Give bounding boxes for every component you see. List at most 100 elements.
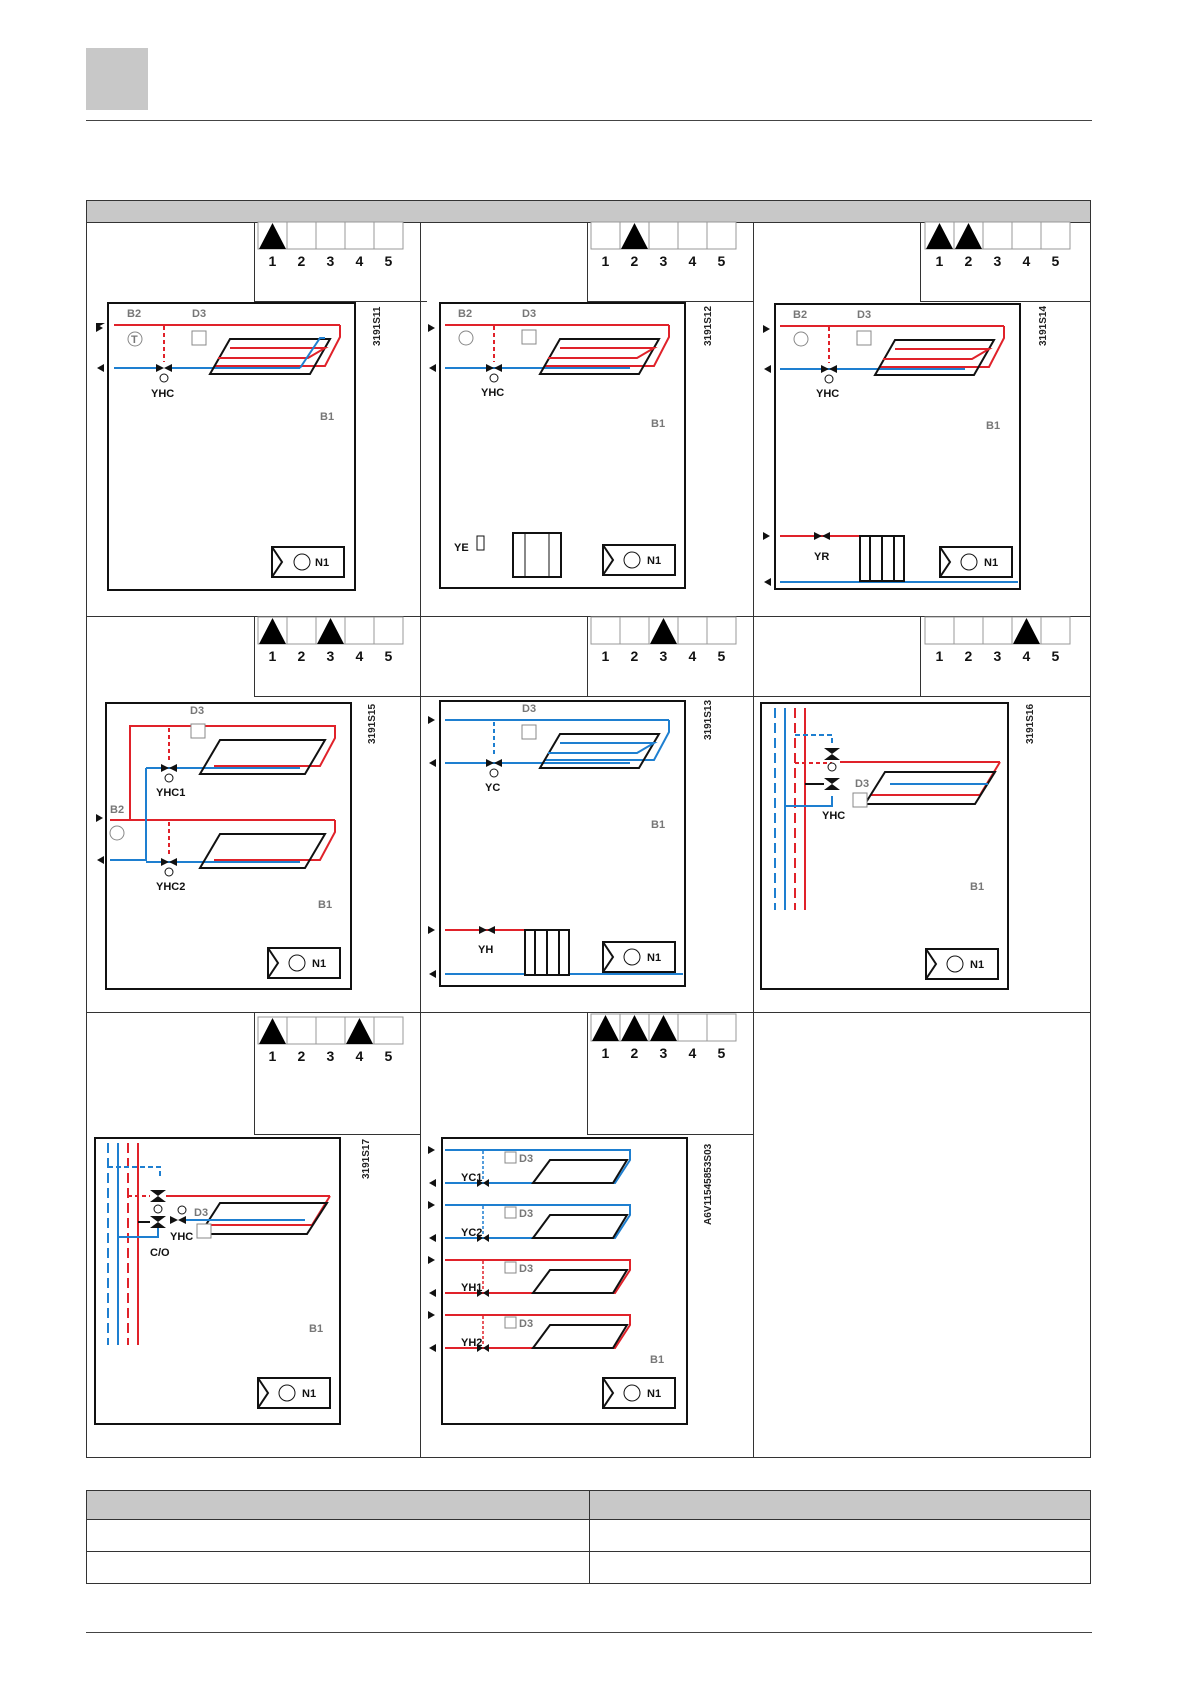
indicator-number: 2 (631, 253, 639, 269)
active-triangle-icon (346, 1018, 373, 1044)
controller-label: N1 (647, 555, 661, 567)
indicator-number: 2 (298, 648, 306, 664)
controller-label: N1 (312, 958, 326, 970)
indicator-number: 3 (327, 648, 335, 664)
legend-header-cell (588, 1491, 1091, 1519)
indicator-slot (373, 221, 404, 250)
indicator-number: 2 (965, 648, 973, 664)
indicator-slot (982, 221, 1013, 250)
sensor-label-b1: B1 (970, 881, 984, 893)
indicator-number: 5 (385, 648, 393, 664)
controller-label: N1 (647, 1388, 661, 1400)
indicator-slot (953, 616, 984, 645)
indicator-slot (344, 616, 375, 645)
scheme-id: 3191S15 (367, 704, 378, 744)
radiator-valve-label: YR (814, 551, 829, 563)
footer-rule (86, 1632, 1092, 1633)
active-triangle-icon (621, 223, 648, 249)
cooling-valve-label: YC (485, 782, 500, 794)
indicator-number: 3 (327, 253, 335, 269)
indicator-number: 5 (385, 1048, 393, 1064)
valve-label-2: YHC2 (156, 881, 185, 893)
indicator-number: 5 (1052, 253, 1060, 269)
indicator-slot (315, 1016, 346, 1045)
legend-cell (87, 1552, 589, 1583)
scheme-id: 3191S16 (1025, 704, 1036, 744)
legend-cell (87, 1520, 589, 1551)
sensor-label-b2: B2 (458, 308, 472, 320)
applications-table-header (87, 201, 1090, 223)
indicator-slot (590, 616, 621, 645)
indicator-number: 3 (994, 648, 1002, 664)
controller-label: N1 (647, 952, 661, 964)
indicator-slot (373, 616, 404, 645)
legend-table-row (87, 1552, 1090, 1583)
scheme-diagram-3191S12: YHC B2 D3 B1 YE N1 3191S12 (428, 302, 714, 589)
cell-divider (587, 301, 753, 302)
cell-divider (920, 222, 921, 302)
indicator-number: 5 (385, 253, 393, 269)
indicator-number: 2 (298, 253, 306, 269)
valve-label: YHC (151, 388, 174, 400)
indicator-number: 5 (718, 648, 726, 664)
indicator-number: 4 (1023, 648, 1031, 664)
indicator-slot (315, 221, 346, 250)
valve-label-1: YHC1 (156, 787, 185, 799)
sensor-label-b1: B1 (318, 899, 332, 911)
indicator-slot (677, 616, 708, 645)
indicator-slot (982, 616, 1013, 645)
scheme-diagram-A6V11545853S03: YC1 D3 YC2 D3 YH1 D3 YH2 D3 B1 (428, 1137, 714, 1425)
indicator-slot (706, 1013, 737, 1042)
indicator-number: 1 (602, 253, 610, 269)
valve-label: YHC (822, 810, 845, 822)
cell-divider (254, 301, 420, 302)
active-triangle-icon (650, 1015, 677, 1041)
sensor-label-b1: B1 (650, 1354, 664, 1366)
active-triangle-icon (926, 223, 953, 249)
zone-yc1: YC1 D3 (428, 1146, 631, 1187)
cell-divider (254, 1013, 255, 1134)
indicator-number: 3 (327, 1048, 335, 1064)
indicator-number: 2 (965, 253, 973, 269)
sensor-label-b2: B2 (793, 309, 807, 321)
zone-valve-label: YH1 (461, 1282, 482, 1294)
sensor-label-d3: D3 (519, 1208, 533, 1220)
cell-divider (587, 1134, 753, 1135)
indicator-number: 3 (994, 253, 1002, 269)
indicator-number: 1 (269, 1048, 277, 1064)
sensor-label-b2: B2 (127, 308, 141, 320)
controller-label: N1 (984, 557, 998, 569)
indicator-number: 2 (631, 1045, 639, 1061)
zone-yh2: YH2 D3 (428, 1311, 631, 1352)
indicator-slot (677, 221, 708, 250)
indicator-number: 4 (1023, 253, 1031, 269)
scheme-diagram-3191S17: D3 YHC C/O B1 N1 3191S17 (94, 1137, 372, 1425)
cell-divider (254, 617, 255, 696)
controller-label: N1 (315, 557, 329, 569)
active-triangle-icon (955, 223, 982, 249)
indicator-number: 4 (356, 648, 364, 664)
cell-divider (587, 222, 588, 302)
valve-label: YHC (170, 1231, 193, 1243)
sensor-label-d3: D3 (519, 1153, 533, 1165)
legend-table-header (87, 1491, 1090, 1520)
scheme-id: 3191S11 (372, 306, 383, 346)
legend-table (86, 1490, 1091, 1584)
controller-label: N1 (302, 1388, 316, 1400)
indicator-number: 3 (660, 648, 668, 664)
legend-cell (588, 1520, 1091, 1551)
sensor-label-b2: B2 (110, 804, 124, 816)
row-divider (87, 1012, 1090, 1013)
active-triangle-icon (650, 618, 677, 644)
sensor-label-b1: B1 (320, 411, 334, 423)
indicator-number: 3 (660, 1045, 668, 1061)
zone-valve-label: YC2 (461, 1227, 482, 1239)
header-rule (86, 120, 1092, 121)
indicator-slot (344, 221, 375, 250)
indicator-slot (286, 1016, 317, 1045)
indicator-number: 1 (602, 1045, 610, 1061)
indicator-number: 5 (718, 1045, 726, 1061)
